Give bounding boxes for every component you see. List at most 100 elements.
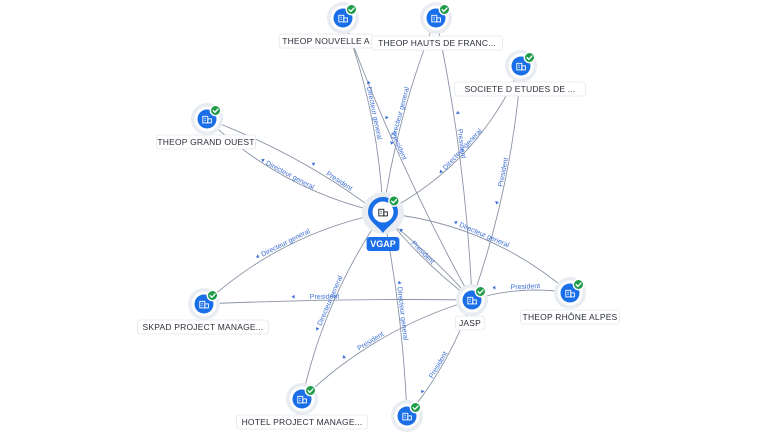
node-grandouest[interactable]: THEOP GRAND OUEST xyxy=(156,103,256,150)
edge-arrow-icon xyxy=(390,141,394,145)
edge-jasp-skpad xyxy=(203,299,473,305)
node-label: THEOP RHÔNE ALPES xyxy=(523,312,618,322)
edge-label-vgap-rhone: Directeur general xyxy=(454,220,511,250)
node-label: SOCIETE D ETUDES DE ... xyxy=(465,84,576,94)
edge-label-text: President xyxy=(510,283,540,291)
edge-label-jasp-bottom: President xyxy=(421,351,449,394)
node-label: SKPAD PROJECT MANAGE... xyxy=(143,322,264,332)
node-label-bg xyxy=(236,414,368,430)
edge-arrow-icon xyxy=(315,327,320,331)
edge-arrow-icon xyxy=(342,354,346,359)
nodes-layer: THEOP NOUVELLE A THEOP HAUTS DE FRANC... S… xyxy=(137,2,620,432)
verified-badge-icon xyxy=(438,3,451,16)
verified-badge-icon xyxy=(388,195,400,207)
node-label: THEOP GRAND OUEST xyxy=(157,137,254,147)
node-label-bg xyxy=(454,81,586,97)
check-icon xyxy=(412,405,419,411)
edge-label-text: President xyxy=(410,240,436,266)
edge-arrow-icon xyxy=(456,110,460,115)
edge-label-text: President xyxy=(428,351,449,380)
main-node-vgap[interactable]: VGAP xyxy=(362,192,404,251)
node-rhone[interactable]: THEOP RHÔNE ALPES xyxy=(520,277,620,325)
main-node-label: VGAP xyxy=(370,239,396,249)
node-label-bg xyxy=(520,309,620,325)
edge-label-jasp-skpad: President xyxy=(291,293,339,301)
edge-label-vgap-hotel: Directeur general xyxy=(315,274,345,331)
edge-label-text: Directeur general xyxy=(395,287,408,342)
check-icon xyxy=(526,55,533,61)
node-bottom[interactable] xyxy=(391,400,423,432)
check-icon xyxy=(390,198,398,204)
edge-arrow-icon xyxy=(255,254,260,258)
node-hauts[interactable]: THEOP HAUTS DE FRANC... xyxy=(371,2,503,51)
node-hotel[interactable]: HOTEL PROJECT MANAGE... xyxy=(236,383,368,430)
node-nouvelle[interactable]: THEOP NOUVELLE A xyxy=(278,2,374,49)
edge-arrow-icon xyxy=(366,80,371,85)
edge-vgap-grandouest xyxy=(206,118,384,214)
edge-label-text: Directeur general xyxy=(365,86,383,140)
node-skpad[interactable]: SKPAD PROJECT MANAGE... xyxy=(137,288,269,335)
edge-label-text: President xyxy=(497,157,510,187)
main-building-icon xyxy=(378,208,388,217)
node-label: THEOP NOUVELLE A xyxy=(282,36,370,46)
edge-jasp-hotel xyxy=(301,299,473,400)
verified-badge-icon xyxy=(304,384,317,397)
node-label: THEOP HAUTS DE FRANC... xyxy=(378,38,496,48)
main-node-label-bg xyxy=(366,237,400,251)
node-label-bg xyxy=(371,35,503,51)
edge-vgap-skpad xyxy=(203,212,384,305)
edge-label-text: President xyxy=(310,293,340,301)
edge-label-text: President xyxy=(356,331,385,352)
edge-jasp-hauts xyxy=(435,17,473,301)
edge-arrow-icon xyxy=(261,158,265,163)
verified-badge-icon xyxy=(345,3,358,16)
main-node-inner xyxy=(372,201,394,223)
edge-arrow-icon xyxy=(399,228,404,233)
edge-label-jasp-rhone: President xyxy=(492,283,540,291)
edge-label-jasp-hauts: President xyxy=(456,110,467,159)
edge-vgap-rhone xyxy=(382,212,571,294)
verified-badge-icon xyxy=(409,401,422,414)
node-label: HOTEL PROJECT MANAGE... xyxy=(242,417,363,427)
edge-jasp-nouvelle xyxy=(342,17,473,301)
check-icon xyxy=(575,282,582,288)
edge-label-jasp-hotel: President xyxy=(342,331,385,359)
edge-arrow-icon xyxy=(454,220,458,225)
check-icon xyxy=(477,289,484,295)
node-societe[interactable]: SOCIETE D ETUDES DE ... xyxy=(454,50,586,97)
edge-arrow-icon xyxy=(385,115,389,120)
edge-arrow-icon xyxy=(291,294,295,299)
check-icon xyxy=(348,7,355,13)
edge-label-jasp-societe: President xyxy=(495,157,510,205)
edge-label-text: Directeur general xyxy=(458,222,511,250)
edge-label-text: President xyxy=(389,131,407,161)
edge-label-jasp-grandouest: President xyxy=(311,162,354,193)
edge-arrow-icon xyxy=(311,162,316,167)
edge-arrow-icon xyxy=(492,285,496,290)
node-label: JASP xyxy=(459,318,481,328)
check-icon xyxy=(212,108,219,114)
edge-label-text: Directeur general xyxy=(260,228,311,259)
check-icon xyxy=(441,7,448,13)
edge-label-text: Directeur general xyxy=(264,160,315,192)
edge-label-vgap-skpad: Directeur general xyxy=(255,228,312,259)
verified-badge-icon xyxy=(209,104,222,117)
edge-label-jasp-vgap: President xyxy=(399,228,436,266)
edge-label-vgap-grandouest: Directeur general xyxy=(261,158,316,192)
edge-arrow-icon xyxy=(495,201,499,205)
verified-badge-icon xyxy=(523,51,536,64)
verified-badge-icon xyxy=(572,278,585,291)
edge-label-text: President xyxy=(456,129,467,159)
verified-badge-icon xyxy=(206,289,219,302)
node-label-bg xyxy=(454,315,486,331)
edge-label-text: President xyxy=(325,171,354,193)
node-label-bg xyxy=(156,134,256,150)
check-icon xyxy=(307,388,314,394)
edge-jasp-societe xyxy=(471,65,522,301)
node-jasp[interactable]: JASP xyxy=(454,284,488,331)
edge-vgap-hotel xyxy=(301,212,384,400)
node-label-bg xyxy=(137,319,269,335)
check-icon xyxy=(209,293,216,299)
edge-arrow-icon xyxy=(439,169,444,174)
